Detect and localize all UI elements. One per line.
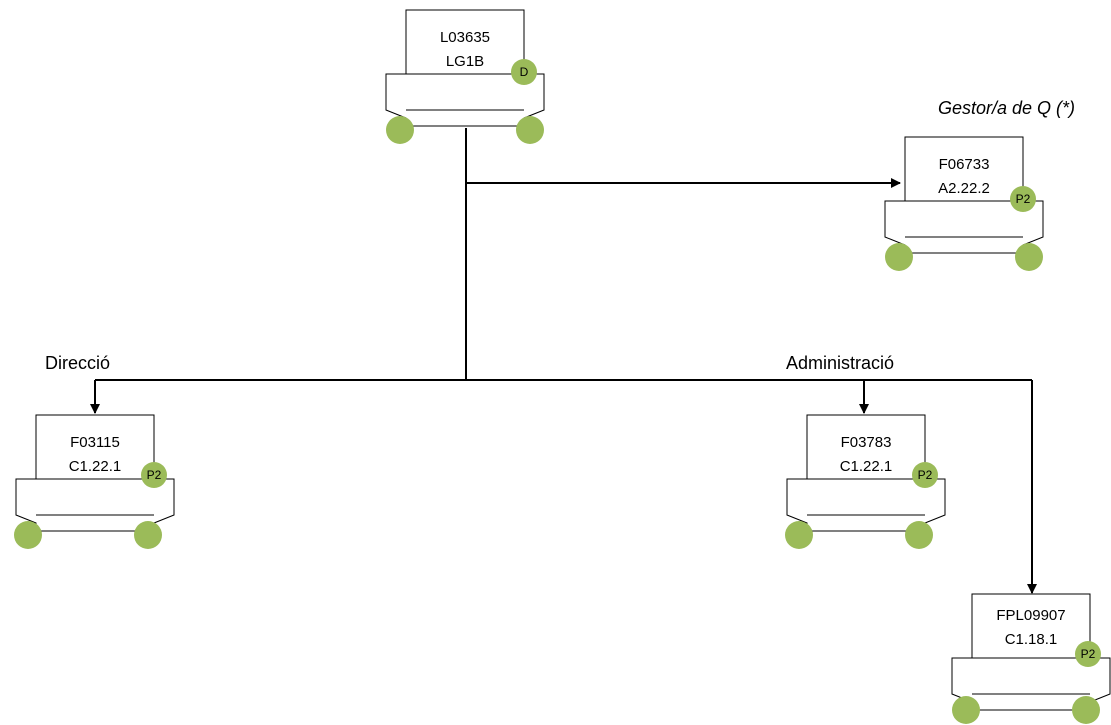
wheel-right bbox=[1072, 696, 1100, 724]
node-grade: C1.22.1 bbox=[840, 458, 893, 475]
node-l03635[interactable]: D L03635 LG1B bbox=[385, 9, 545, 144]
node-code: L03635 bbox=[440, 29, 490, 46]
node-code: FPL09907 bbox=[996, 607, 1065, 624]
role-badge-text: P2 bbox=[1016, 192, 1031, 206]
role-badge bbox=[912, 462, 938, 488]
role-badge bbox=[1075, 641, 1101, 667]
node-card bbox=[35, 414, 155, 480]
role-badge-text: P2 bbox=[1081, 647, 1096, 661]
role-badge-text: D bbox=[520, 65, 529, 79]
role-badge-text: P2 bbox=[147, 468, 162, 482]
wheel-right bbox=[134, 521, 162, 549]
node-grade: C1.18.1 bbox=[1005, 631, 1058, 648]
role-badge bbox=[511, 59, 537, 85]
node-grade: A2.22.2 bbox=[938, 180, 990, 197]
wheel-left bbox=[952, 696, 980, 724]
wheel-right bbox=[905, 521, 933, 549]
connectors bbox=[90, 128, 1037, 594]
node-card bbox=[904, 136, 1024, 202]
node-f06733[interactable]: P2 F06733 A2.22.2 bbox=[884, 136, 1044, 271]
node-code: F03783 bbox=[841, 434, 892, 451]
node-grade: LG1B bbox=[446, 53, 484, 70]
label-administracio: Administració bbox=[786, 353, 894, 373]
wheel-left bbox=[386, 116, 414, 144]
node-code: F06733 bbox=[939, 156, 990, 173]
node-f03783[interactable]: P2 F03783 C1.22.1 bbox=[785, 414, 946, 549]
label-direccio: Direcció bbox=[45, 353, 110, 373]
node-card bbox=[806, 414, 926, 480]
node-fpl09907[interactable]: P2 FPL09907 C1.18.1 bbox=[951, 593, 1111, 724]
node-card bbox=[971, 593, 1091, 659]
role-badge-text: P2 bbox=[918, 468, 933, 482]
node-code: F03115 bbox=[70, 434, 120, 451]
node-f03115[interactable]: P2 F03115 C1.22.1 bbox=[14, 414, 175, 549]
wheel-left bbox=[14, 521, 42, 549]
wheel-left bbox=[885, 243, 913, 271]
wheel-right bbox=[516, 116, 544, 144]
label-gestor: Gestor/a de Q (*) bbox=[938, 98, 1075, 118]
role-badge bbox=[141, 462, 167, 488]
node-grade: C1.22.1 bbox=[69, 458, 122, 475]
wheel-right bbox=[1015, 243, 1043, 271]
role-badge bbox=[1010, 186, 1036, 212]
wheel-left bbox=[785, 521, 813, 549]
